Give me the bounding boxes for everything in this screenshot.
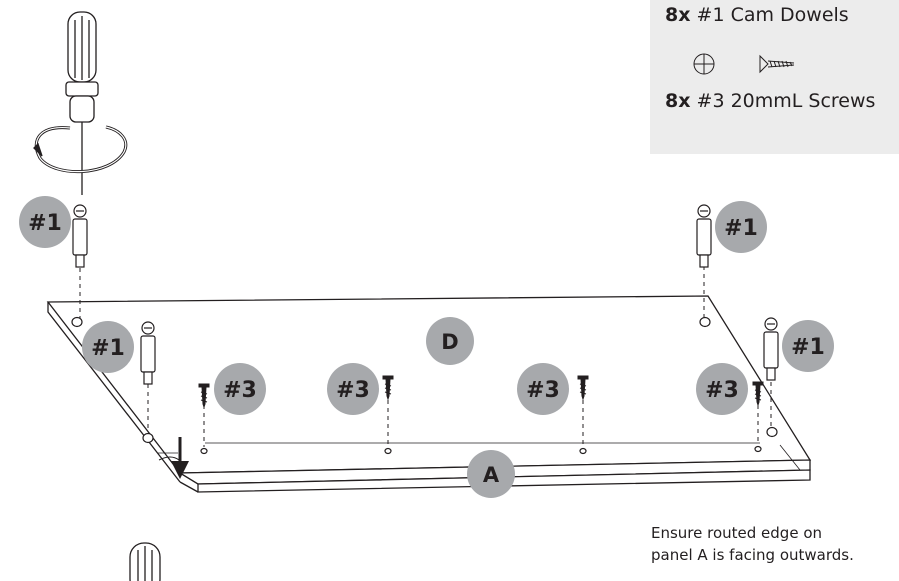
screw-icon	[577, 375, 589, 401]
callout-label: #3	[336, 378, 370, 403]
cam-dowel-top-icon	[693, 53, 715, 75]
parts-label: #1 Cam Dowels	[696, 4, 849, 26]
parts-line-cam-dowels: 8x #1 Cam Dowels	[665, 4, 849, 26]
screw-hole	[200, 447, 208, 455]
screwdriver-icon	[129, 542, 161, 581]
callout-badge-3: #3	[517, 363, 569, 415]
svg-text:D: D	[441, 330, 458, 354]
cam-dowel-icon	[140, 321, 156, 385]
parts-qty: 8x	[665, 90, 691, 112]
screwdriver-icon	[33, 11, 128, 195]
callout-label: #1	[724, 216, 758, 241]
callout-badge-1: #1	[782, 320, 834, 372]
routed-edge-arrow	[158, 437, 189, 479]
routed-edge-note: Ensure routed edge on panel A is facing …	[651, 522, 854, 566]
note-line: Ensure routed edge on	[651, 524, 823, 542]
callout-label: #1	[791, 335, 825, 360]
cam-hole	[766, 426, 778, 438]
parts-qty: 8x	[665, 4, 691, 26]
callout-label: #3	[705, 378, 739, 403]
screw-icon	[382, 375, 394, 401]
screw-hole	[754, 445, 762, 453]
callout-badge-3: #3	[214, 363, 266, 415]
cam-hole	[699, 316, 711, 328]
cam-dowel-icon	[696, 204, 712, 268]
parts-line-screws: 8x #3 20mmL Screws	[665, 90, 875, 112]
screw-hole	[579, 447, 587, 455]
callout-badge-1: #1	[19, 196, 71, 248]
note-line: panel A is facing outwards.	[651, 546, 854, 564]
svg-text:A: A	[483, 463, 500, 487]
screw-icon	[752, 381, 764, 407]
panel-d	[46, 295, 812, 483]
cam-dowel-icon	[72, 204, 88, 268]
callout-label: #1	[91, 336, 125, 361]
cam-hole	[71, 316, 83, 328]
parts-list-box: 8x #1 Cam Dowels 8x #3 20mmL Screws	[650, 0, 899, 154]
screw-side-icon	[759, 54, 795, 74]
parts-icons	[693, 53, 795, 75]
screw-icon	[198, 383, 210, 409]
guide-lines	[79, 266, 772, 447]
callout-label: #1	[28, 211, 62, 236]
callout-label: #3	[223, 378, 257, 403]
screw-hole	[384, 447, 392, 455]
panel-holes	[71, 316, 778, 455]
callout-badge-3: #3	[696, 363, 748, 415]
callout-badge-1: #1	[82, 321, 134, 373]
panel-label-a: A	[467, 450, 515, 498]
callout-badge-3: #3	[327, 363, 379, 415]
parts-label: #3 20mmL Screws	[696, 90, 876, 112]
panel-label-d: D	[426, 317, 474, 365]
cam-hole	[142, 432, 154, 444]
callout-label: #3	[526, 378, 560, 403]
callout-badge-1: #1	[715, 201, 767, 253]
cam-dowel-icon	[763, 317, 779, 381]
